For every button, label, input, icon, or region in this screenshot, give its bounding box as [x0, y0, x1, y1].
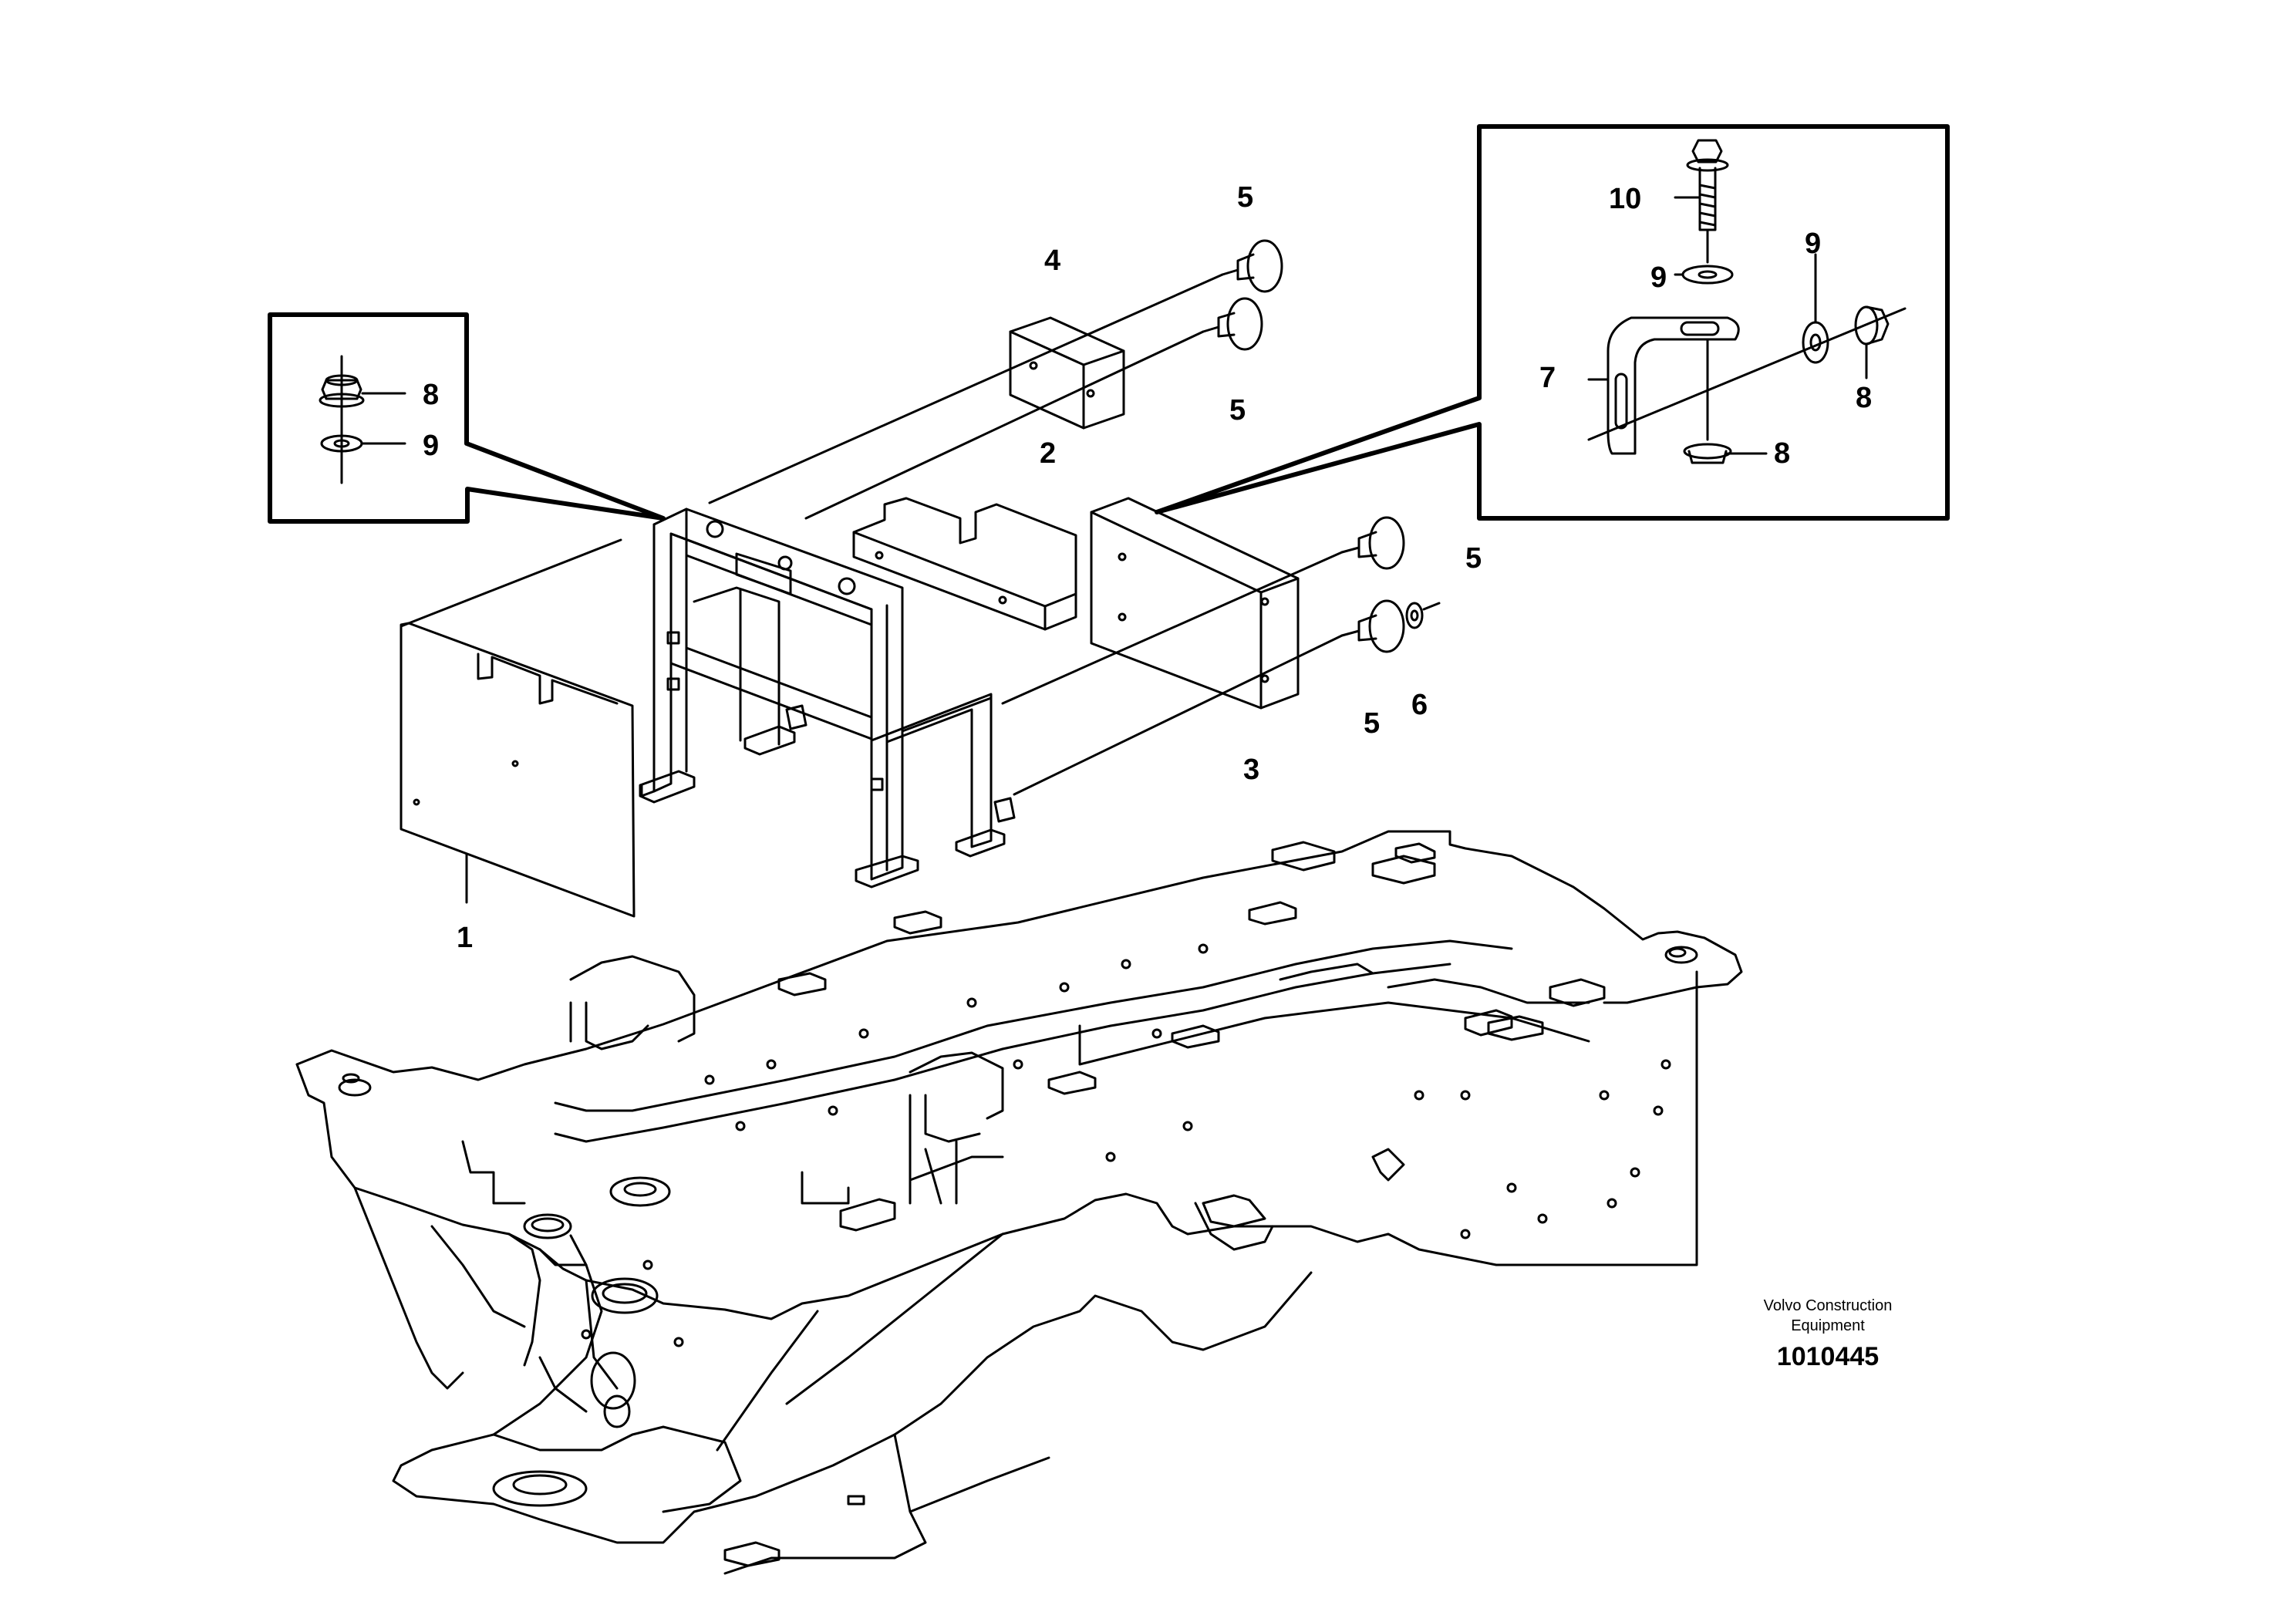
angle-bracket-icon: [1607, 316, 1740, 455]
flange-nut-icon: [1683, 443, 1732, 464]
callout-6: 6: [1411, 689, 1428, 721]
detail-box-right: [1155, 124, 1950, 521]
washer-6: [1405, 602, 1441, 629]
callout-9-left: 9: [423, 430, 439, 462]
washer-icon: [1681, 265, 1734, 285]
callout-5-d: 5: [1364, 707, 1380, 740]
drawing-number: 1010445: [1776, 1342, 1880, 1371]
callout-2: 2: [1040, 437, 1056, 470]
callout-9-right-b: 9: [1805, 228, 1821, 260]
callout-10: 10: [1609, 183, 1641, 215]
frame-stand: [639, 508, 1016, 889]
callout-5-b: 5: [1229, 394, 1246, 427]
flange-nut-icon: [1854, 305, 1890, 346]
callout-8-left: 8: [423, 379, 439, 411]
callout-1: 1: [457, 922, 473, 954]
callout-8-right-top: 8: [1856, 382, 1872, 414]
cover-plate: [400, 538, 636, 918]
flange-nut-icon: [319, 374, 365, 408]
callout-3: 3: [1243, 754, 1259, 786]
bolt-5-upper-b: [1202, 297, 1263, 351]
chassis-frame: [295, 830, 1743, 1575]
counterweight-3: [1090, 497, 1300, 710]
counterweight-4: [1009, 316, 1125, 430]
bolt-5-upper-a: [1221, 239, 1283, 293]
counterweight-2: [852, 497, 1077, 631]
callout-8-right-bottom: 8: [1774, 437, 1790, 470]
credit-company-line1: Volvo Construction: [1763, 1297, 1893, 1314]
bolt-icon: [1686, 139, 1729, 231]
bolt-5-lower-a: [1340, 516, 1405, 570]
callout-5-a: 5: [1237, 181, 1253, 214]
bolt-5-lower-b: [1340, 599, 1405, 653]
detail-box-left: [268, 312, 666, 524]
credit-company-line2: Equipment: [1791, 1317, 1865, 1334]
callout-5-c: 5: [1465, 542, 1482, 575]
callouts: 1 2 3 4 5 5 5 5 6 7 8 8 8 9 9 9 10: [423, 181, 1872, 954]
callout-4: 4: [1044, 244, 1060, 277]
callout-9-right-a: 9: [1650, 261, 1667, 294]
callout-7: 7: [1539, 362, 1556, 394]
